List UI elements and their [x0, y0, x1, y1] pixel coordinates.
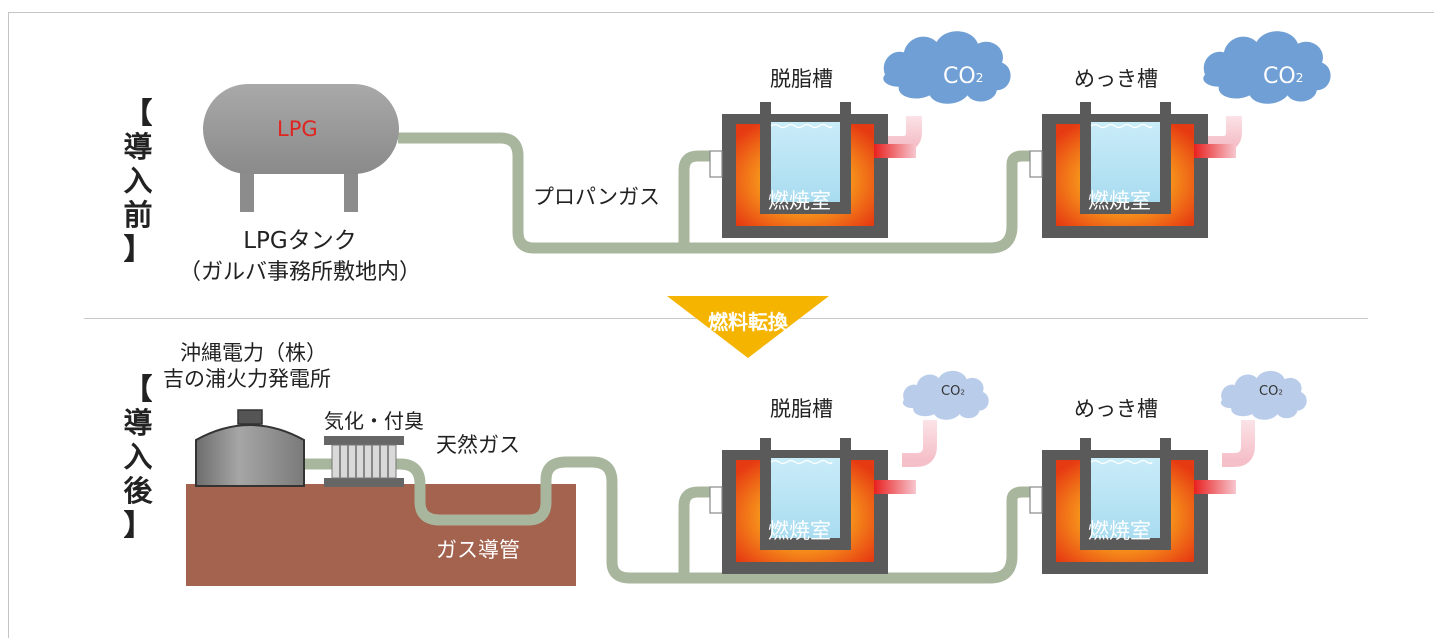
gas-pipe [300, 456, 1042, 584]
section-label-before: 【 導 入 前 】 [123, 96, 153, 266]
conversion-arrow [667, 296, 829, 358]
ground [186, 484, 576, 586]
chimney-pipe [1222, 420, 1255, 467]
chimney-pipe [902, 420, 937, 467]
furnace [1029, 437, 1237, 575]
lpg-tank-label: LPG [277, 117, 318, 141]
plating-tank-label: めっき槽 [1074, 397, 1158, 421]
vaporizer-unit [324, 436, 404, 487]
lpg-tank-caption: LPGタンク [243, 228, 357, 254]
natural-gas-label: 天然ガス [436, 433, 520, 457]
combustion-chamber-label: 燃焼室 [768, 519, 831, 543]
furnace [709, 437, 917, 575]
lng-tank [195, 409, 305, 487]
gas-pipe [678, 486, 722, 578]
degreasing-tank-label: 脱脂槽 [770, 67, 833, 91]
gas-pipeline-label: ガス導管 [436, 538, 520, 562]
combustion-chamber-label: 燃焼室 [768, 189, 831, 213]
propane-gas-label: プロパンガス [533, 185, 661, 209]
co2-label: CO2 [1259, 384, 1283, 399]
co2-label: CO2 [943, 64, 984, 89]
frame [8, 12, 1434, 638]
power-company-label: 沖縄電力（株） [180, 341, 327, 365]
lpg-tank-location: （ガルバ事務所敷地内） [178, 260, 421, 285]
combustion-chamber-label: 燃焼室 [1088, 189, 1151, 213]
co2-label: CO2 [941, 384, 965, 399]
chimney-pipe [885, 116, 922, 152]
fuel-conversion-label: 燃料転換 [708, 310, 788, 334]
vaporizer-label: 気化・付臭 [324, 409, 424, 433]
lpg-tank [203, 84, 399, 212]
degreasing-tank-label: 脱脂槽 [770, 397, 833, 421]
furnace [709, 101, 917, 239]
gas-pipe [678, 150, 722, 248]
chimney-pipe [1204, 116, 1242, 152]
power-plant-label: 吉の浦火力発電所 [163, 367, 331, 391]
plating-tank-label: めっき槽 [1074, 67, 1158, 91]
co2-label: CO2 [1263, 64, 1304, 89]
furnace [1029, 101, 1237, 239]
combustion-chamber-label: 燃焼室 [1088, 519, 1151, 543]
gas-pipe [398, 132, 1042, 254]
section-label-after: 【 導 入 後 】 [123, 372, 153, 542]
